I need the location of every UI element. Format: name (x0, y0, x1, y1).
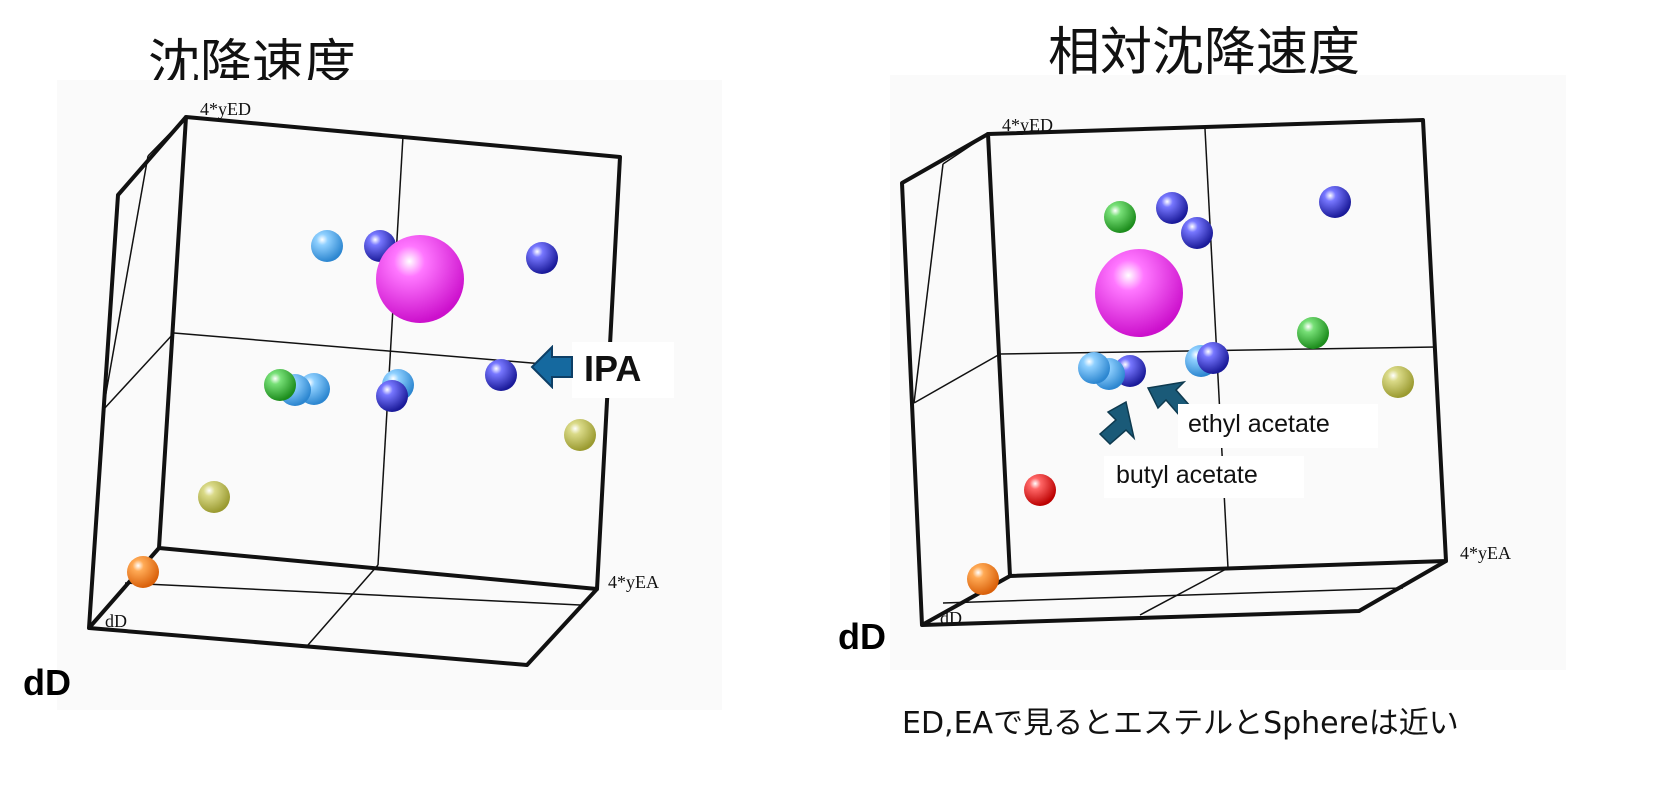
point (127, 556, 159, 588)
ethyl-acetate-label: ethyl acetate (1188, 410, 1330, 438)
point (264, 369, 296, 401)
axis-label-yed: 4*yED (1002, 115, 1053, 135)
point (1156, 192, 1188, 224)
point (1104, 201, 1136, 233)
bottom-caption: ED,EAで見るとエステルとSphereは近い (902, 706, 1459, 741)
point (311, 230, 343, 262)
right-outer-dd-label: dD (838, 616, 886, 657)
axis-label-yea: 4*yEA (1460, 543, 1511, 563)
butyl-acetate-label: butyl acetate (1116, 461, 1258, 489)
point (564, 419, 596, 451)
ipa-callout-box: IPA (572, 342, 674, 398)
plot-background (890, 75, 1566, 670)
data-points (967, 186, 1414, 595)
point (1382, 366, 1414, 398)
butyl-acetate-point (1078, 352, 1110, 384)
point (198, 481, 230, 513)
point (1197, 342, 1229, 374)
axis-label-dd: dD (940, 608, 962, 628)
axis-label-yed: 4*yED (200, 99, 251, 119)
point (1024, 474, 1056, 506)
sphere-point (376, 235, 464, 323)
butyl-acetate-callout: butyl acetate (1104, 456, 1304, 498)
point (1297, 317, 1329, 349)
axis-label-yea: 4*yEA (608, 572, 659, 592)
data-points (127, 230, 596, 588)
axis-label-dd: dD (105, 611, 127, 631)
ipa-label: IPA (584, 348, 642, 389)
ethyl-acetate-callout: ethyl acetate (1178, 404, 1378, 448)
sphere-point (1095, 249, 1183, 337)
point (376, 380, 408, 412)
right-chart-title: 相対沈降速度 (1048, 23, 1361, 83)
ipa-point (485, 359, 517, 391)
point (1181, 217, 1213, 249)
butyl-arrow-icon (1098, 400, 1136, 446)
right-3d-plot: 4*yED 4*yEA dD (890, 75, 1566, 670)
point (526, 242, 558, 274)
ipa-arrow-icon (530, 345, 573, 389)
left-outer-dd-label: dD (23, 662, 71, 703)
point (967, 563, 999, 595)
point (1319, 186, 1351, 218)
